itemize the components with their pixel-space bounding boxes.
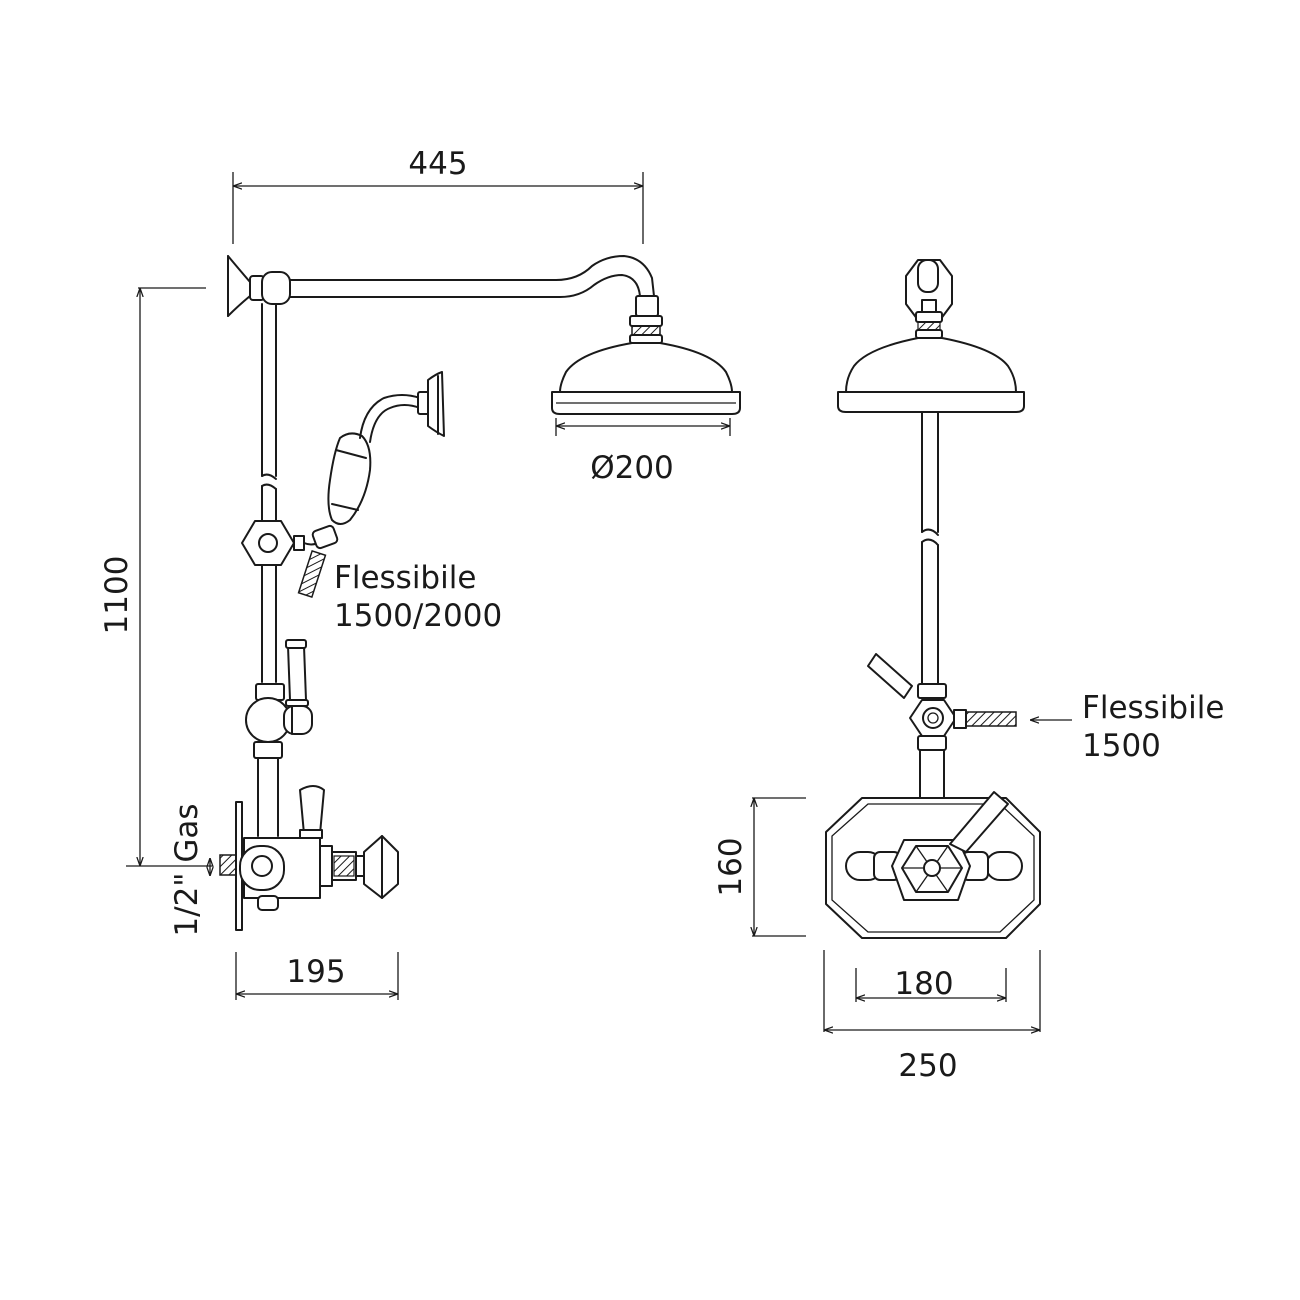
dim-250-label: 250 [898,1048,957,1084]
top-wall-flange [227,255,251,317]
labels: 445 1100 Ø200 Flessibile 1500/2000 1/2" … [99,146,1224,1084]
dim-445-label: 445 [408,146,467,182]
side-view [219,255,741,931]
shower-head-front [845,337,1017,393]
hand-shower [327,432,372,525]
shower-head-side [559,342,733,393]
shower-arm [289,255,655,297]
dim-195-label: 195 [286,954,345,990]
inlet-label: 1/2" Gas [169,803,205,936]
dim-1100-label: 1100 [99,556,135,635]
hose-front-label-2: 1500 [1082,728,1161,764]
dim-160-label: 160 [713,837,749,896]
hose-front-label-1: Flessibile [1082,690,1224,726]
hose-side-label-1: Flessibile [334,560,476,596]
head-nut [635,295,659,317]
dim-180-label: 180 [894,966,953,1002]
front-view [825,259,1041,939]
dimension-lines [126,172,1072,1032]
hose-side-label-2: 1500/2000 [334,598,502,634]
dim-diameter-label: Ø200 [590,450,674,486]
diverter-lever [287,645,307,701]
